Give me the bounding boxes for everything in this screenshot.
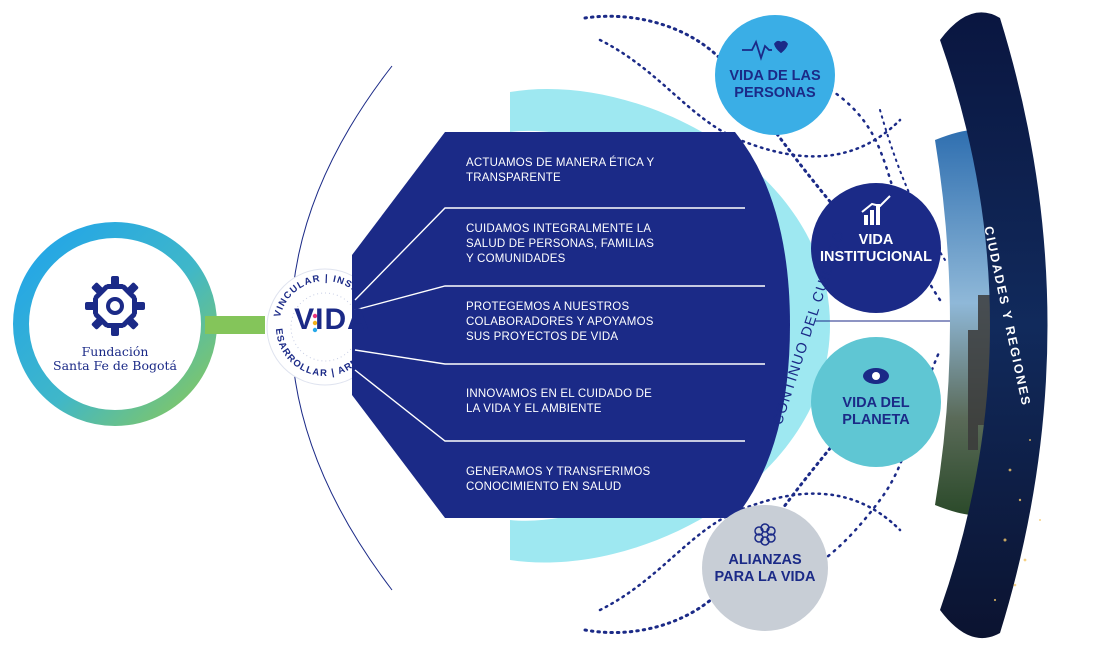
vida-dots-icon bbox=[312, 313, 318, 333]
circle-label-personas: VIDA DE LAS PERSONAS bbox=[729, 68, 821, 101]
flower-icon bbox=[754, 523, 776, 546]
circle-vida-planeta bbox=[811, 337, 941, 467]
global-band bbox=[940, 12, 1048, 639]
values-panel bbox=[352, 132, 790, 518]
vida-badge-word: VIDA bbox=[294, 303, 370, 336]
value-item: CUIDAMOS INTEGRALMENTE LA SALUD DE PERSO… bbox=[466, 223, 655, 265]
circle-vida-institucional bbox=[811, 183, 941, 313]
value-item: PROTEGEMOS A NUESTROS COLABORADORES Y AP… bbox=[466, 301, 654, 343]
circle-vida-personas bbox=[715, 15, 835, 135]
value-item: GENERAMOS Y TRANSFERIMOS CONOCIMIENTO EN… bbox=[466, 466, 651, 493]
connector-bar bbox=[205, 316, 265, 334]
city-lights bbox=[993, 439, 1041, 602]
organization-name: Fundación Santa Fe de Bogotá bbox=[40, 345, 190, 373]
circle-alianzas bbox=[702, 505, 828, 631]
organization-name-line1: Fundación bbox=[81, 344, 149, 359]
value-item: ACTUAMOS DE MANERA ÉTICA Y TRANSPARENTE bbox=[466, 157, 655, 184]
value-item: INNOVAMOS EN EL CUIDADO DE LA VIDA Y EL … bbox=[466, 388, 653, 415]
eye-globe-icon bbox=[863, 368, 889, 384]
circle-label-alianzas: ALIANZAS PARA LA VIDA bbox=[714, 552, 816, 585]
circle-label-planeta: VIDA DEL PLANETA bbox=[842, 395, 910, 428]
foundation-logo-icon bbox=[85, 276, 145, 336]
organization-name-line2: Santa Fe de Bogotá bbox=[53, 358, 177, 373]
circle-label-institucional: VIDA INSTITUCIONAL bbox=[820, 232, 932, 265]
global-label: GLOBAL bbox=[1071, 290, 1088, 372]
growth-chart-icon bbox=[861, 195, 891, 225]
values-separators bbox=[354, 207, 765, 442]
heartbeat-icon bbox=[742, 39, 788, 61]
